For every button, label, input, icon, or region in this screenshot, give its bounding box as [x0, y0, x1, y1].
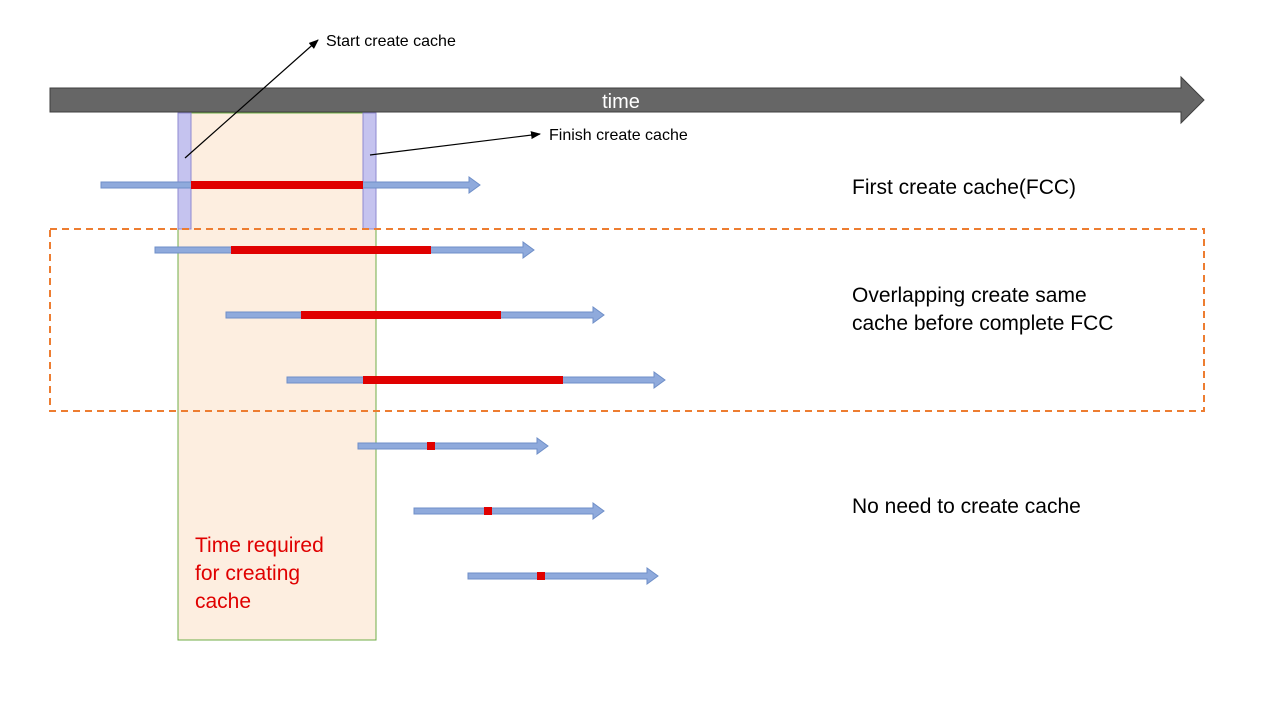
first-create-cache-label: First create cache(FCC): [852, 176, 1076, 199]
request-arrow-overlap-2: [225, 306, 605, 324]
finish-create-cache-label: Finish create cache: [549, 127, 688, 144]
cache-hit-marker: [427, 442, 435, 450]
finish-callout-pointer: [369, 131, 541, 156]
start-callout-pointer: [184, 39, 319, 159]
start-marker-box: [177, 112, 192, 230]
cache-hit-marker: [484, 507, 492, 515]
request-arrow-overlap-1: [154, 241, 535, 259]
overlapping-label-line1: Overlapping create same: [852, 284, 1087, 307]
overlapping-label-line2: cache before complete FCC: [852, 312, 1113, 335]
time-required-line2: for creating: [195, 562, 300, 585]
create-segment: [191, 181, 363, 189]
create-segment: [301, 311, 501, 319]
create-segment: [231, 246, 431, 254]
create-segment: [363, 376, 563, 384]
cache-hit-marker: [537, 572, 545, 580]
time-axis-label: time: [602, 91, 640, 113]
overlapping-group-box: [49, 228, 1205, 412]
request-arrow-cached-3: [467, 567, 659, 585]
time-required-line3: cache: [195, 590, 251, 613]
finish-marker-box: [362, 112, 377, 230]
request-arrow-overlap-3: [286, 371, 666, 389]
time-required-line1: Time required: [195, 534, 324, 557]
request-arrow-cached-2: [413, 502, 605, 520]
start-create-cache-label: Start create cache: [326, 33, 456, 50]
request-arrow-fcc: [100, 176, 481, 194]
time-axis-arrow: [49, 75, 1205, 125]
no-need-label: No need to create cache: [852, 495, 1081, 518]
request-arrow-cached-1: [357, 437, 549, 455]
